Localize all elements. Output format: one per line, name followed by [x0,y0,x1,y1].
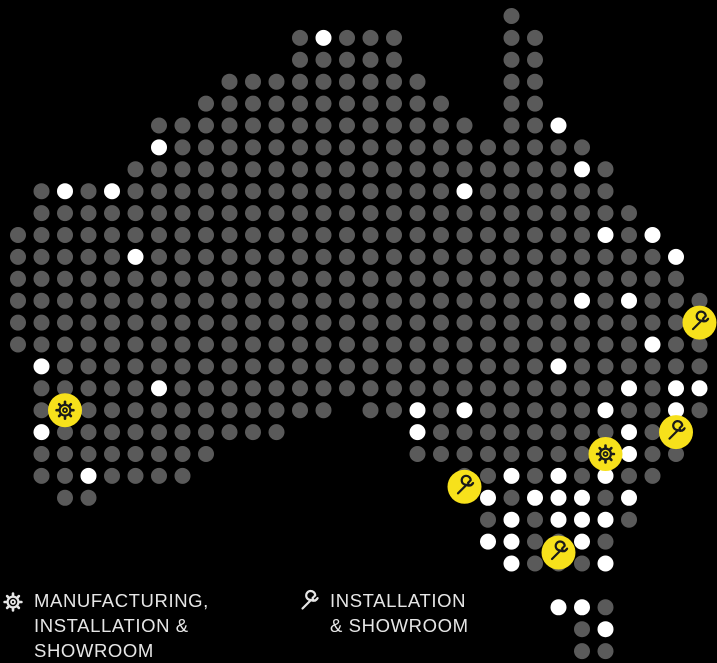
markers-layer [48,305,717,570]
map-marker-installation [447,469,482,504]
map-marker-installation [682,305,717,340]
map-marker-manufacturing [588,437,623,471]
map-dots-layer [10,8,708,660]
legend-manufacturing-label: MANUFACTURING, INSTALLATION & SHOWROOM [34,590,209,661]
gear-icon [3,592,23,612]
legend-manufacturing: MANUFACTURING, INSTALLATION & SHOWROOM [0,588,209,663]
map-marker-manufacturing [48,393,82,428]
legend-installation-label: INSTALLATION & SHOWROOM [330,590,469,636]
wrench-icon [301,589,319,610]
map-marker-installation [541,535,576,570]
legend-installation: INSTALLATION & SHOWROOM [296,588,469,638]
map-marker-installation [659,415,693,450]
